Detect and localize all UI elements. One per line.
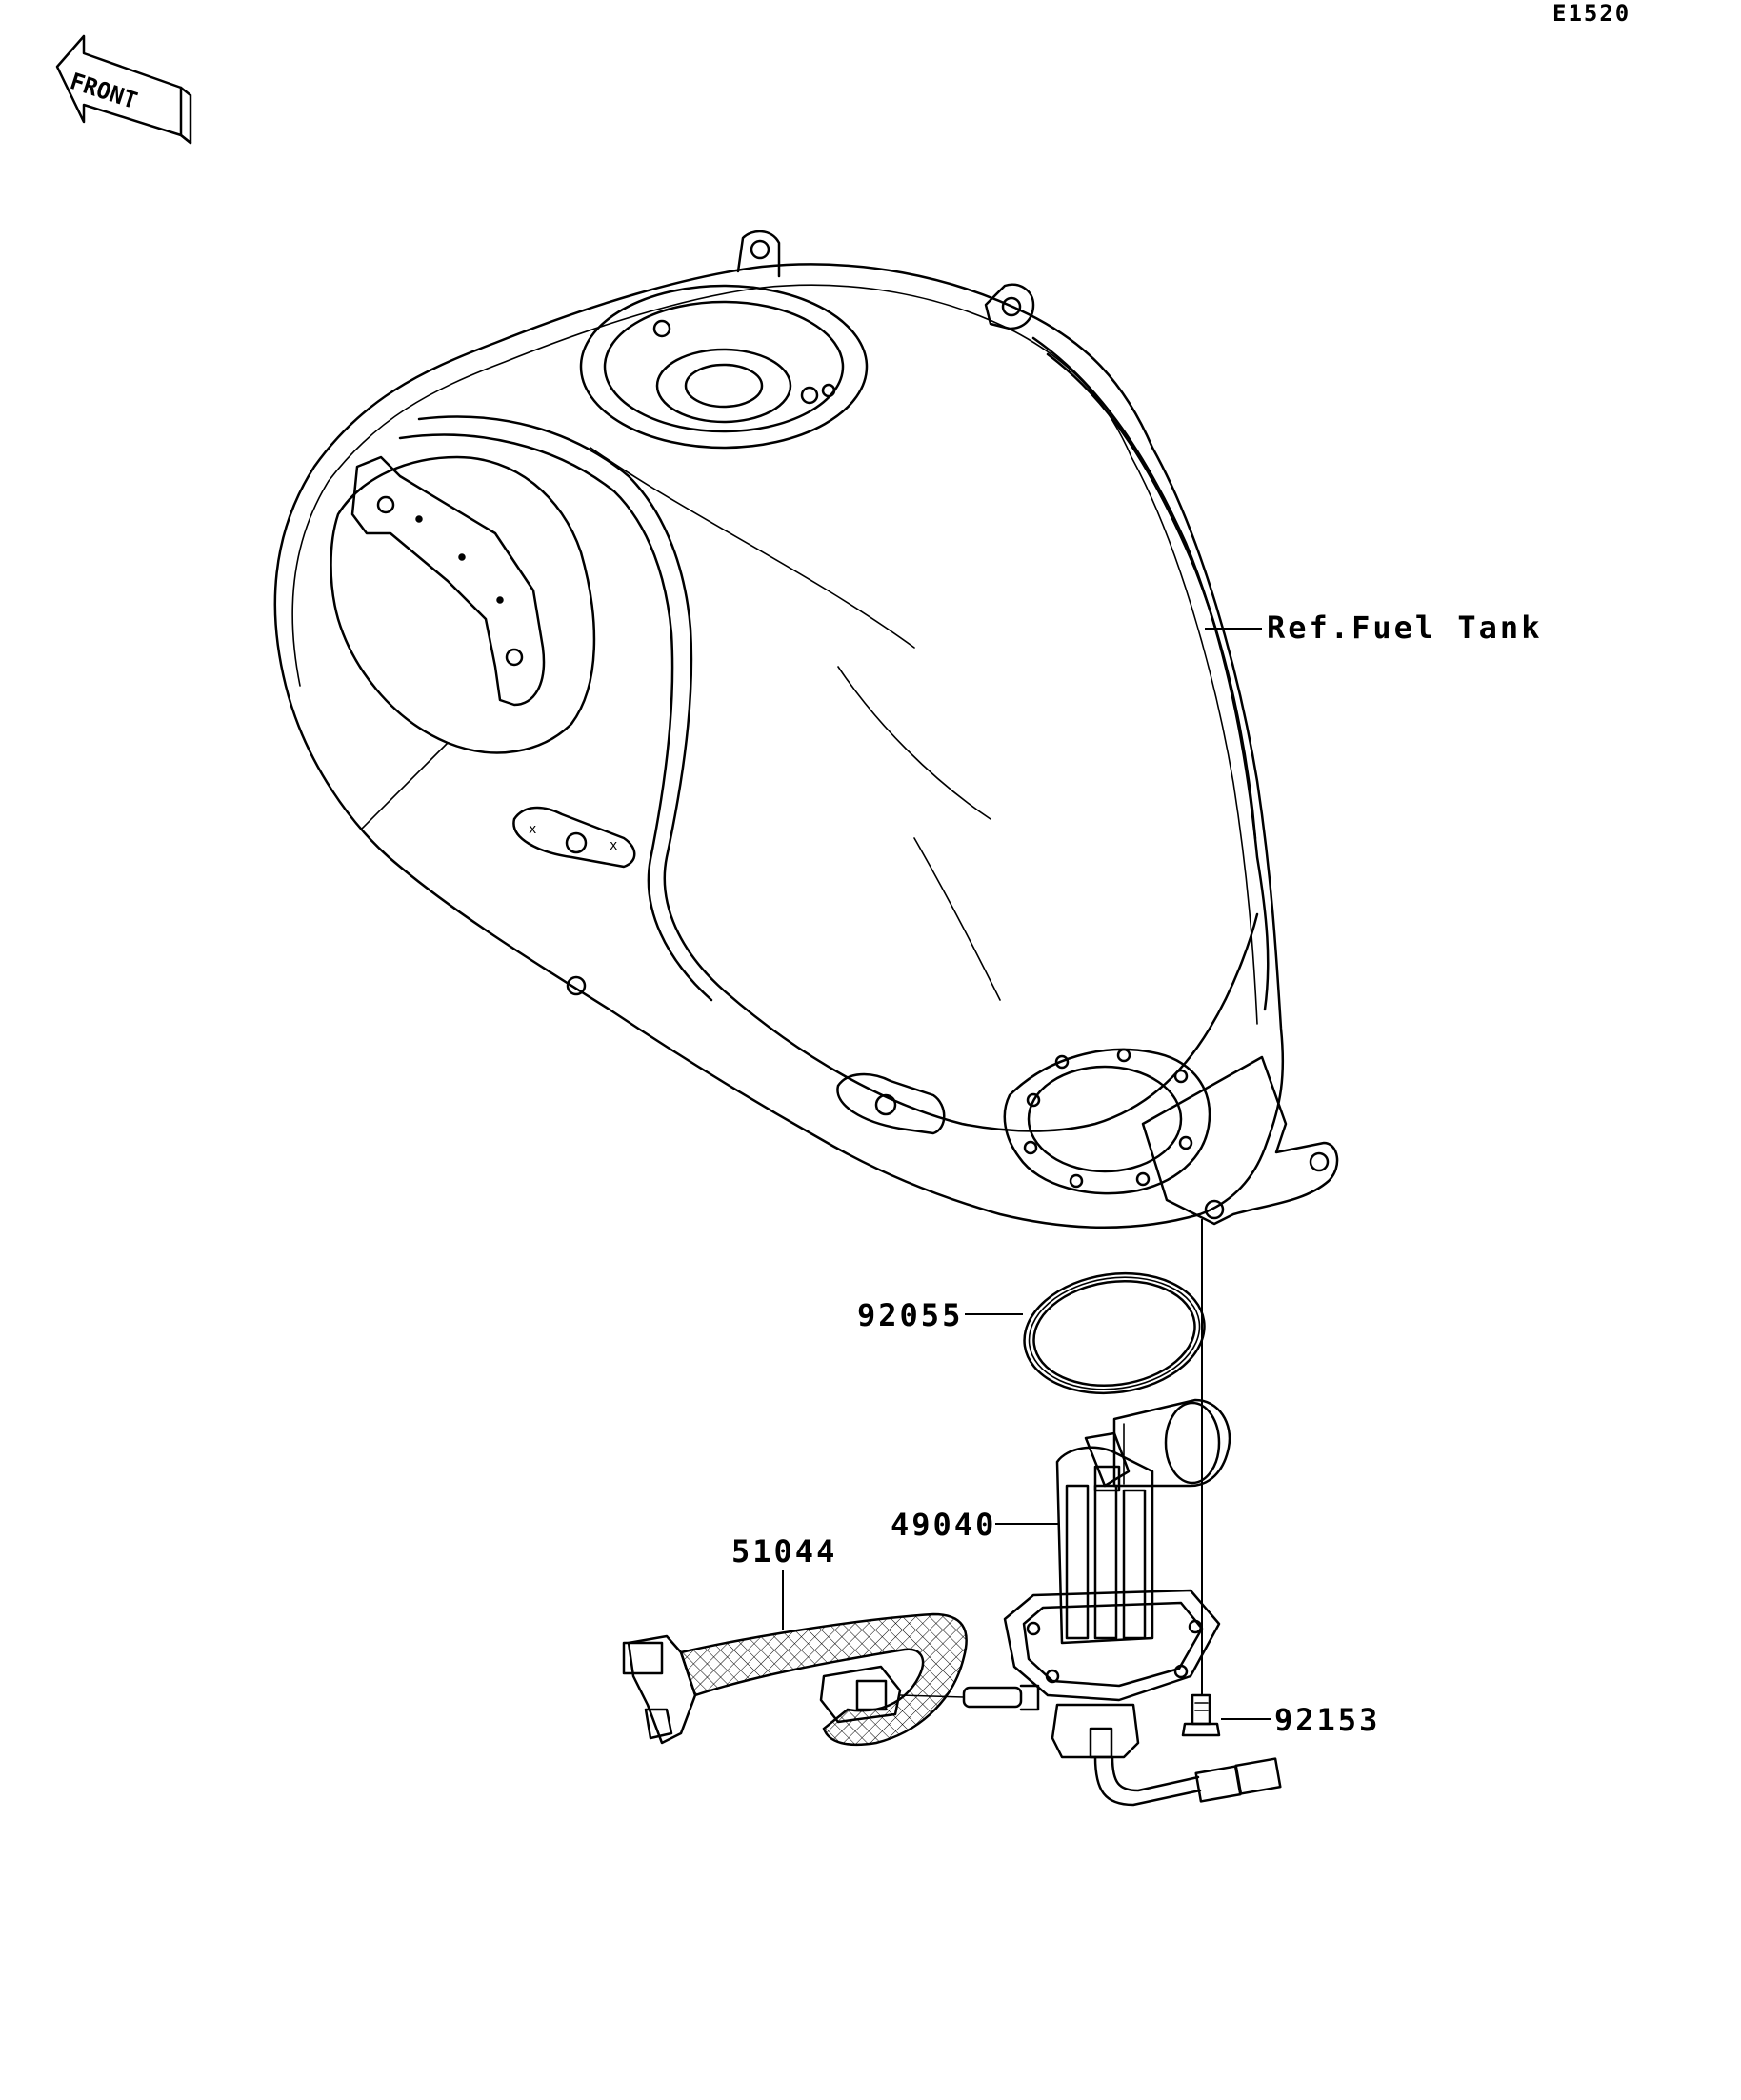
gasket-92055 (1023, 1271, 1206, 1395)
fuel-hose-51044 (622, 1612, 968, 1747)
fuel-pump-part-number: 49040 (891, 1507, 996, 1543)
fuel-tank-ref-label: Ref.Fuel Tank (1267, 610, 1542, 646)
bolt-92153 (1181, 1693, 1221, 1737)
gasket-part-number: 92055 (857, 1297, 963, 1333)
svg-text:x: x (610, 838, 617, 853)
hose-part-number: 51044 (731, 1533, 837, 1570)
diagram-code: E1520 (1552, 0, 1631, 27)
svg-text:x: x (529, 822, 536, 837)
fuel-tank: x x (273, 230, 1339, 1230)
bolt-part-number: 92153 (1274, 1702, 1380, 1738)
fuel-pump-49040 (962, 1398, 1282, 1807)
front-arrow-icon: FRONT (55, 34, 192, 145)
